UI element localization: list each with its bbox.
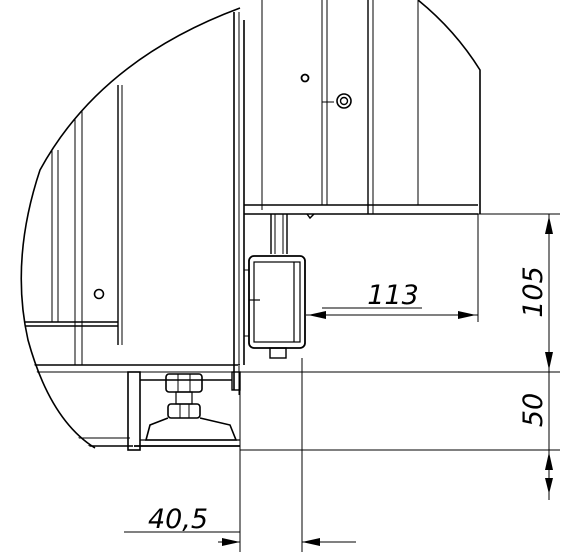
base-frame — [127, 371, 241, 451]
dim-50-label: 50 — [518, 393, 549, 427]
vertical-dimension-line — [545, 214, 553, 500]
detail-circle-boundary — [20, 7, 241, 449]
extension-lines — [238, 213, 560, 552]
dim-40-5-line — [124, 531, 356, 546]
cabinet-right-bolt — [300, 73, 310, 83]
rod — [270, 213, 315, 254]
detail-circle-boundary-right — [417, 0, 481, 214]
dim-113-line — [306, 307, 478, 319]
center-panel — [233, 12, 245, 395]
dim-113-label: 113 — [367, 280, 419, 311]
cabinet-left-bolt — [93, 288, 105, 300]
cabinet-left-body — [22, 85, 240, 447]
bracket — [244, 255, 306, 359]
cabinet-right-screw-inner — [339, 96, 349, 106]
levelling-foot — [134, 373, 240, 447]
cabinet-right — [244, 0, 478, 215]
dim-105-label: 105 — [518, 266, 549, 318]
cabinet-right-screw-head — [336, 93, 352, 109]
dim-40-5-label: 40,5 — [148, 504, 208, 535]
